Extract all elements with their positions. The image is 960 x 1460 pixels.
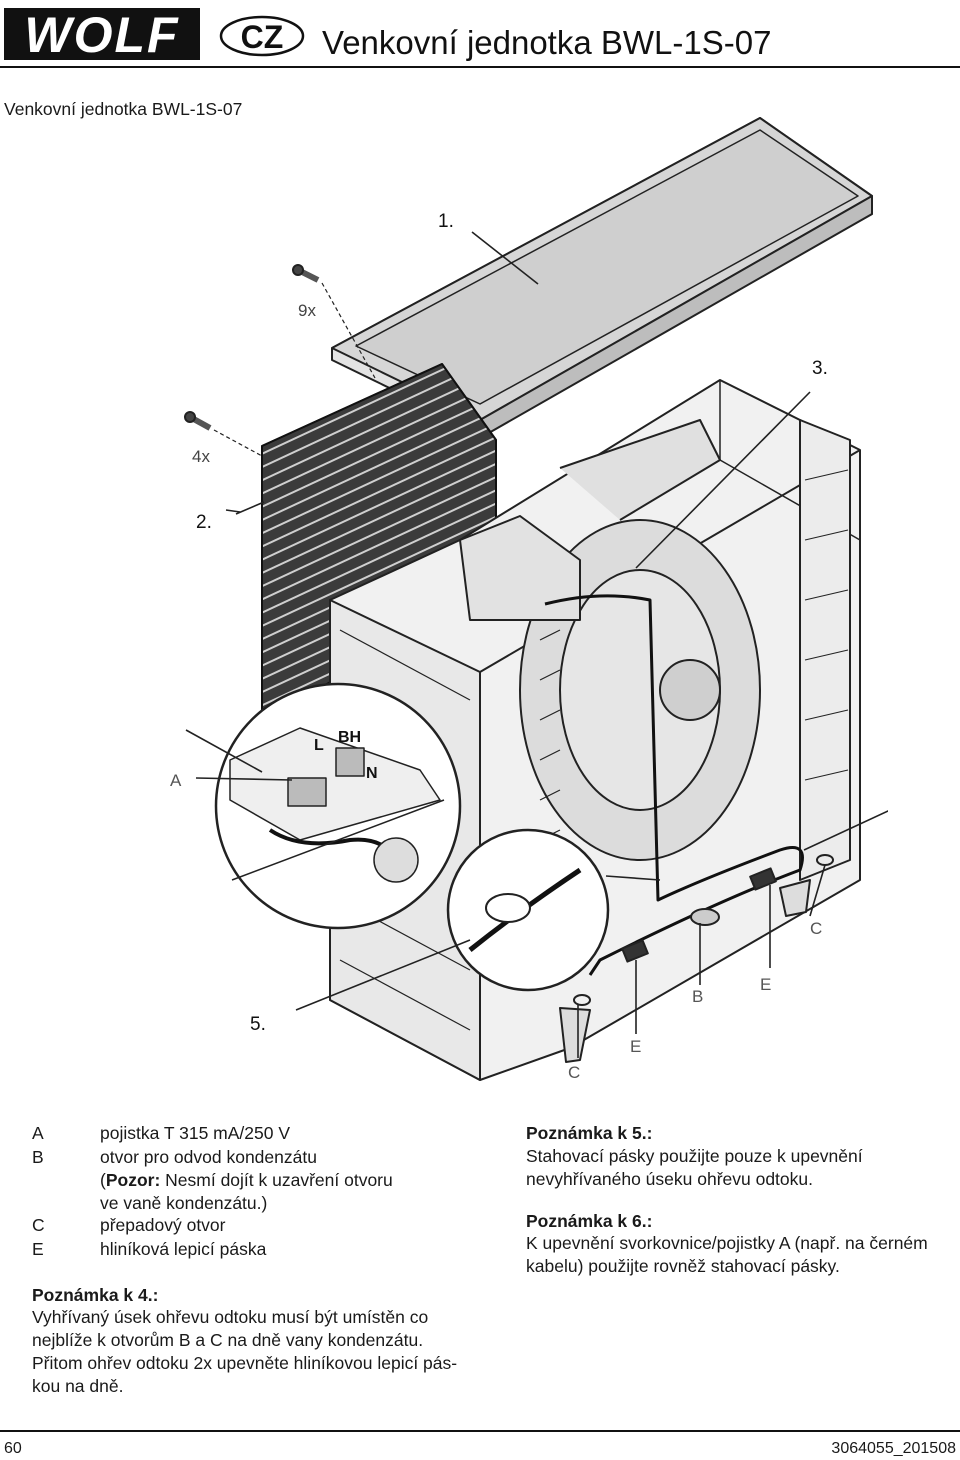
legend-text-e: hliníková lepicí páska [100, 1239, 267, 1259]
note5-heading: Poznámka k 5.: [526, 1123, 653, 1143]
detail-circle-fuse [214, 682, 462, 930]
step-2-label: 2. [196, 512, 212, 533]
callout-a: A [170, 771, 182, 790]
header-title: Venkovní jednotka BWL-1S-07 [322, 24, 772, 61]
note5-line: Stahovací pásky použijte pouze k upevněn… [526, 1146, 863, 1166]
svg-text:WOLF: WOLF [24, 7, 179, 63]
section-title: Venkovní jednotka BWL-1S-07 [4, 99, 243, 119]
side-grille [261, 363, 497, 721]
step-5-label: 5. [250, 1014, 266, 1035]
screw-9x [292, 264, 376, 379]
legend-key-e: E [32, 1239, 44, 1259]
step-3-label: 3. [812, 358, 828, 379]
legend-text-c: přepadový otvor [100, 1215, 226, 1235]
note6-heading: Poznámka k 6.: [526, 1211, 653, 1231]
note6-line: K upevnění svorkovnice/pojistky A (např.… [526, 1233, 928, 1253]
note4-line: nejblíže k otvorům B a C na dně vany kon… [32, 1330, 424, 1350]
legend-key-b: B [32, 1147, 44, 1167]
callout-e-right: E [760, 975, 771, 994]
note4-line: Přitom ohřev odtoku 2x upevněte hliníkov… [32, 1353, 458, 1373]
country-badge: CZ [219, 15, 305, 57]
terminal-l-label: L [314, 737, 324, 754]
detail-circle-cabletie [446, 828, 610, 992]
note4-line: kou na dně. [32, 1376, 124, 1396]
terminal-n-label: N [366, 765, 378, 782]
note6-line: kabelu) použijte rovněž stahovací pásky. [526, 1256, 840, 1276]
terminal-bh-label: BH [338, 729, 361, 746]
legend-key-a: A [32, 1123, 44, 1143]
footer-divider [0, 1430, 960, 1432]
step-1-label: 1. [438, 211, 454, 232]
callout-c-bottom: C [568, 1063, 580, 1082]
note4-heading: Poznámka k 4.: [32, 1285, 159, 1305]
wolf-logo: WOLF [4, 7, 200, 63]
country-code: CZ [241, 19, 284, 55]
document-number: 3064055_201508 [831, 1440, 956, 1457]
qty-9x-label: 9x [298, 301, 316, 320]
page-number: 60 [4, 1440, 22, 1457]
legend-text-b: otvor pro odvod kondenzátu [100, 1147, 317, 1167]
note5-line: nevyhřívaného úseku ohřevu odtoku. [526, 1169, 813, 1189]
callout-b: B [692, 987, 703, 1006]
warning-text: Nesmí dojít k uzavření otvoru [160, 1170, 393, 1190]
note4-line: Vyhřívaný úsek ohřevu odtoku musí být um… [32, 1307, 429, 1327]
header-divider [0, 66, 960, 68]
callout-c-right: C [810, 919, 822, 938]
legend-key-c: C [32, 1215, 45, 1235]
legend-text-b-warning: (Pozor: Nesmí dojít k uzavření otvoru [100, 1170, 393, 1190]
qty-4x-label: 4x [192, 447, 210, 466]
unit-exploded-diagram: 1. 2. 3. 4. 5. 6. 9x 4x L BH N A B C C E… [170, 117, 888, 1082]
top-cover [331, 117, 873, 439]
legend-text-a: pojistka T 315 mA/250 V [100, 1123, 291, 1143]
callout-e-bottom: E [630, 1037, 641, 1056]
legend-text-b-cont: ve vaně kondenzátu.) [100, 1193, 268, 1213]
screw-4x [184, 411, 263, 457]
warning-prefix: Pozor: [105, 1170, 161, 1190]
